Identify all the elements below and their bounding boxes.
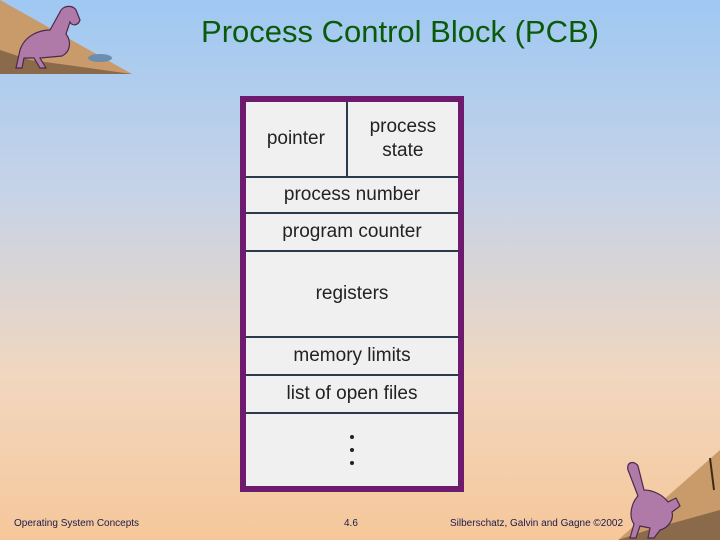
pcb-row-process-number: process number	[246, 178, 458, 214]
slide-title: Process Control Block (PCB)	[201, 14, 599, 49]
ellipsis-dots	[350, 435, 354, 465]
pcb-row-registers: registers	[246, 252, 458, 338]
pcb-row-open-files: list of open files	[246, 376, 458, 414]
pcb-row-pointer-state: pointer process state	[246, 102, 458, 178]
footer-copyright: Silberschatz, Galvin and Gagne ©2002	[450, 518, 624, 529]
dinosaur-logo-icon	[618, 450, 720, 540]
pcb-pointer-cell: pointer	[246, 102, 348, 176]
pcb-table: pointer process state process number pro…	[246, 102, 458, 486]
pcb-process-state-line1: process	[369, 116, 437, 138]
pcb-diagram: pointer process state process number pro…	[240, 96, 464, 492]
dinosaur-logo-icon	[0, 0, 132, 74]
footer-slide-number: 4.6	[344, 518, 358, 529]
pcb-process-state-line2: state	[382, 140, 424, 161]
pcb-row-program-counter: program counter	[246, 214, 458, 252]
pcb-row-ellipsis	[246, 414, 458, 486]
footer-course: Operating System Concepts	[14, 518, 140, 529]
pcb-row-memory-limits: memory limits	[246, 338, 458, 376]
pcb-process-state-cell: process state	[348, 102, 458, 176]
